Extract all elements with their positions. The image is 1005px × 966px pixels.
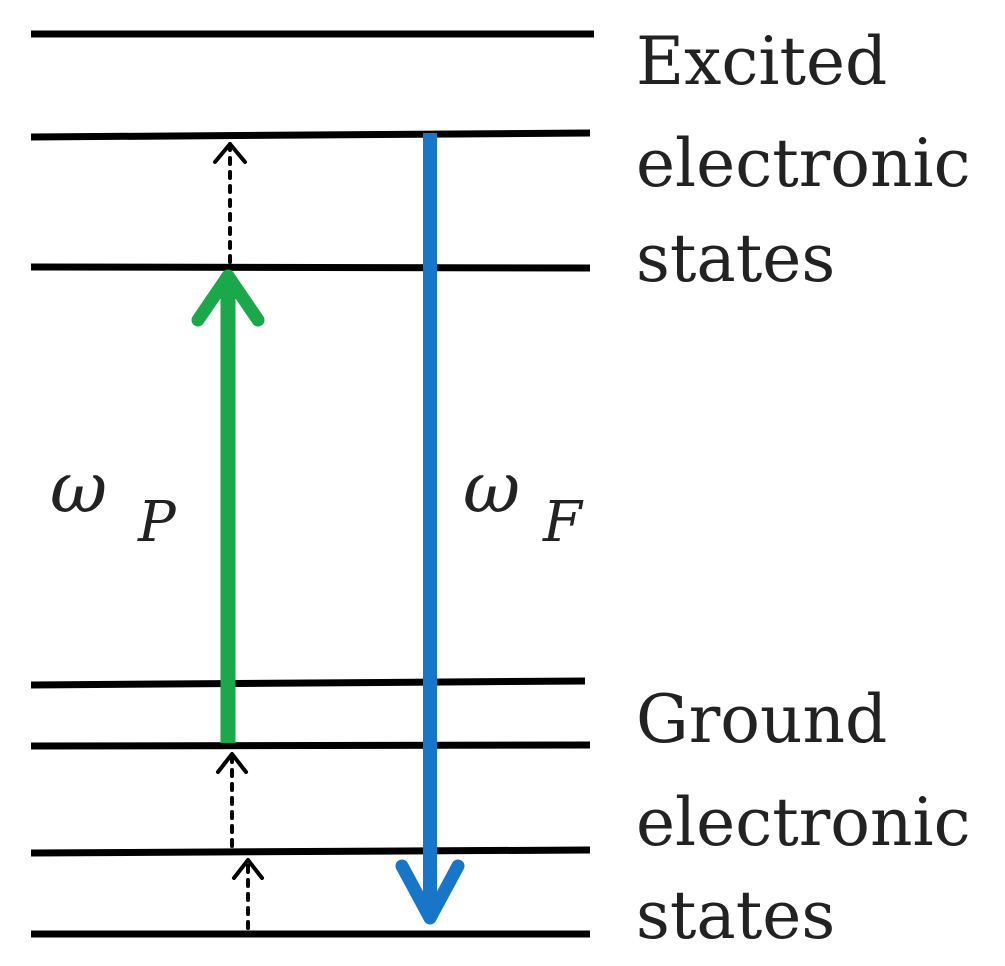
ground-label-line1: Ground (636, 681, 887, 758)
vibrational-relaxation-arrows (213, 142, 264, 930)
fluorescence-arrow (395, 133, 465, 925)
pump-arrow-head (191, 269, 265, 327)
ground-label-line3: states (636, 877, 835, 954)
ground-level-third (30, 741, 591, 750)
ground-level-second (30, 846, 591, 857)
excited-label-line1: Excited (636, 23, 887, 100)
fluorescence-arrow-head (395, 859, 465, 925)
ground-level-fourth (30, 677, 586, 689)
ground-dotted-arrow-upper-head (216, 752, 248, 774)
pump-omega-subscript: P (137, 490, 177, 555)
pump-arrow (191, 269, 265, 743)
pump-omega-symbol: ω (50, 447, 107, 529)
excited-states-label: Excited electronic states (636, 23, 971, 297)
ground-label-line2: electronic (636, 784, 971, 861)
excited-dotted-arrow (213, 142, 247, 264)
excited-dotted-arrow-head (213, 142, 247, 164)
fluorescence-frequency-label: ω F (463, 447, 584, 555)
ground-dotted-arrow-upper (216, 752, 248, 848)
energy-levels (30, 30, 594, 938)
excited-label-line2: electronic (636, 125, 971, 202)
ground-dotted-arrow-lower-head (232, 858, 264, 880)
excited-level-bottom (30, 263, 591, 272)
fluorescence-omega-subscript: F (542, 490, 584, 555)
excited-level-middle (30, 129, 591, 141)
excited-label-line3: states (636, 220, 835, 297)
ground-states-label: Ground electronic states (636, 681, 971, 954)
ground-dotted-arrow-lower (232, 858, 264, 930)
fluorescence-omega-symbol: ω (463, 447, 520, 529)
pump-frequency-label: ω P (50, 447, 177, 555)
